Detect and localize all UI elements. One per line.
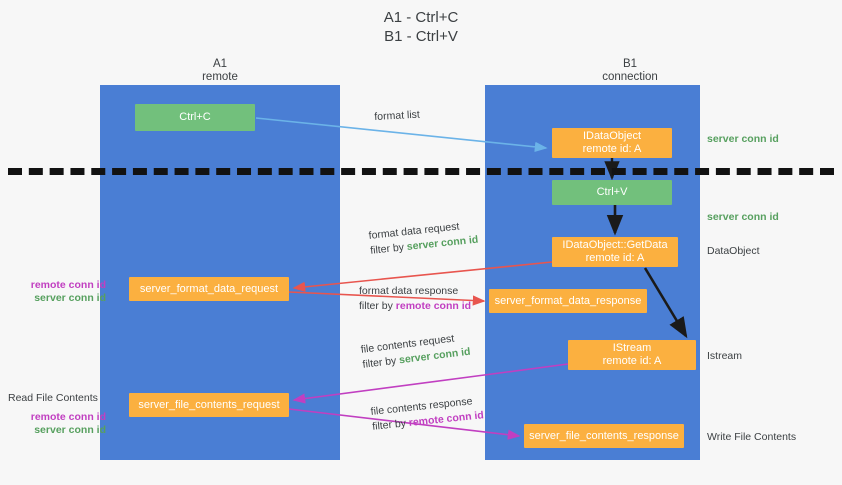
node-ctrl-c[interactable]: Ctrl+C	[135, 104, 255, 131]
left-remote-conn-id-2: remote conn id	[30, 411, 106, 423]
node-server-file-contents-response[interactable]: server_file_contents_response	[524, 424, 684, 448]
node-istream-text: IStream remote id: A	[603, 342, 662, 368]
column-header-a1: A1 remote	[130, 58, 310, 84]
node-server-file-contents-request[interactable]: server_file_contents_request	[129, 393, 289, 417]
page-title: A1 - Ctrl+C B1 - Ctrl+V	[0, 8, 842, 46]
node-idataobject[interactable]: IDataObject remote id: A	[552, 128, 672, 158]
side-label-conn-ids-bottom: remote conn id server conn id	[8, 411, 106, 437]
node-idataobject-sub: remote id: A	[582, 143, 642, 155]
side-label-server-conn-id-mid: server conn id	[707, 211, 779, 223]
column-b1-name: B1	[622, 58, 638, 70]
side-label-istream: Istream	[707, 350, 743, 362]
edge-format-list-text: format list	[374, 108, 421, 123]
node-ctrl-c-label: Ctrl+C	[179, 111, 211, 123]
node-server-file-contents-response-label: server_file_contents_response	[529, 429, 679, 442]
title-line-2: B1 - Ctrl+V	[384, 28, 458, 45]
edge-format-data-response-text: format data response	[359, 285, 459, 297]
column-header-b1: B1 connection	[540, 58, 720, 84]
node-server-format-data-response[interactable]: server_format_data_response	[489, 289, 647, 313]
node-istream[interactable]: IStream remote id: A	[568, 340, 696, 370]
column-a1-name: A1	[212, 58, 228, 70]
phase-divider	[8, 168, 834, 175]
node-idataobject-text: IDataObject remote id: A	[583, 130, 642, 156]
node-ctrl-v[interactable]: Ctrl+V	[552, 180, 672, 205]
edge-label-format-list: format list	[374, 108, 420, 125]
node-server-format-data-request-label: server_format_data_request	[139, 282, 279, 295]
title-line-1: A1 - Ctrl+C	[383, 9, 459, 26]
node-server-format-data-request[interactable]: server_format_data_request	[129, 277, 289, 301]
edge-label-file-contents-response: file contents response filter by remote …	[370, 393, 485, 435]
filter-by-text-3: filter by	[361, 354, 398, 371]
edge-format-data-response-filter: filter by remote conn id	[359, 299, 471, 314]
node-istream-title: IStream	[612, 342, 652, 354]
node-idataobject-title: IDataObject	[582, 130, 642, 142]
node-idataobject-getdata[interactable]: IDataObject::GetData remote id: A	[552, 237, 678, 267]
node-getdata-sub: remote id: A	[585, 252, 645, 264]
edge-label-format-data-request: format data request filter by server con…	[368, 218, 479, 259]
filter-by-text-4: filter by	[371, 417, 407, 433]
side-label-dataobject: DataObject	[707, 245, 760, 257]
node-getdata-title: IDataObject::GetData	[562, 239, 668, 251]
remote-conn-id-text-1: remote conn id	[395, 300, 472, 312]
side-label-read-file-contents: Read File Contents	[8, 392, 98, 404]
node-server-format-data-response-label: server_format_data_response	[494, 294, 642, 307]
side-label-conn-ids-top: remote conn id server conn id	[8, 279, 106, 305]
node-getdata-text: IDataObject::GetData remote id: A	[562, 239, 667, 265]
left-server-conn-id-2: server conn id	[34, 424, 106, 436]
left-server-conn-id-1: server conn id	[34, 292, 106, 304]
filter-by-text-2: filter by	[359, 300, 393, 312]
column-a1-sub: remote	[202, 71, 238, 83]
node-server-file-contents-request-label: server_file_contents_request	[138, 398, 280, 411]
edge-label-format-data-response: format data response filter by remote co…	[359, 284, 471, 314]
side-label-write-file-contents: Write File Contents	[707, 431, 797, 443]
edge-label-file-contents-request: file contents request filter by server c…	[360, 330, 471, 373]
side-label-server-conn-id-top: server conn id	[707, 133, 779, 145]
filter-by-text-1: filter by	[369, 241, 405, 257]
node-ctrl-v-label: Ctrl+V	[596, 186, 628, 198]
node-istream-sub: remote id: A	[602, 355, 662, 367]
left-remote-conn-id-1: remote conn id	[30, 279, 106, 291]
column-b1-sub: connection	[602, 71, 658, 83]
